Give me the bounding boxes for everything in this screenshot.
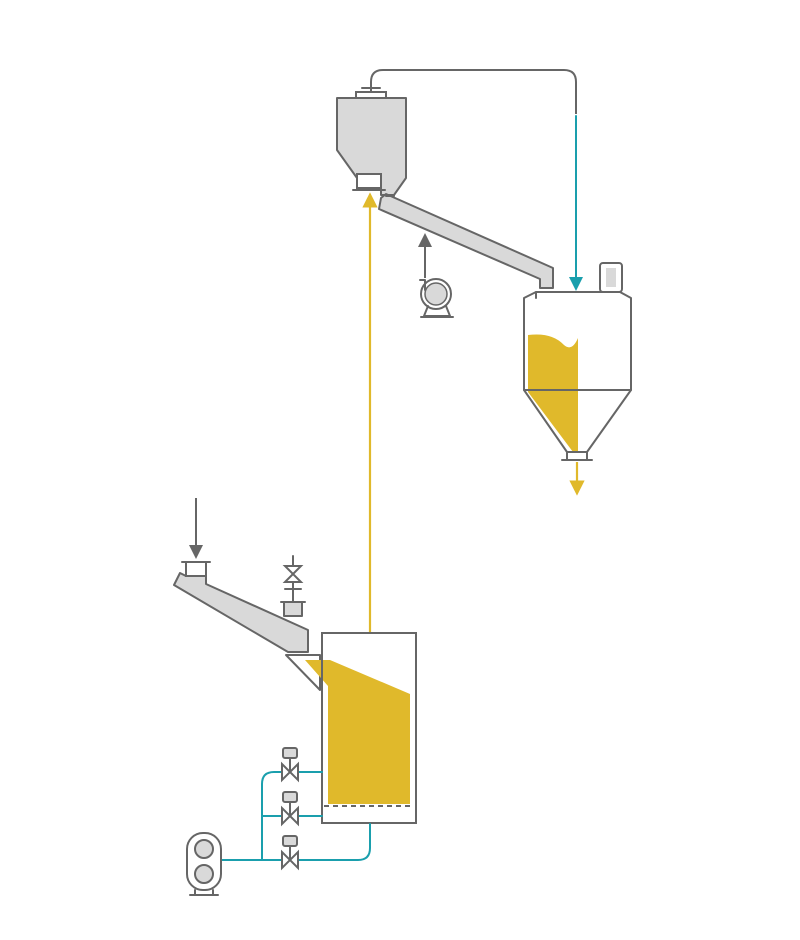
dust-filter [599, 262, 623, 293]
gas-control-valve [281, 835, 299, 871]
filter-receiver [523, 291, 632, 461]
fan [418, 233, 454, 318]
inclined-screw-feeder [173, 498, 309, 653]
receiving-hopper [336, 87, 407, 196]
vent-valve [280, 555, 306, 617]
inclined-screw-conveyor [378, 193, 554, 289]
return-air-line [370, 69, 577, 114]
gas-control-valve [281, 791, 299, 827]
fluidized-bed-vessel [285, 632, 417, 824]
gas-control-valve [281, 747, 299, 783]
blower [186, 832, 222, 896]
